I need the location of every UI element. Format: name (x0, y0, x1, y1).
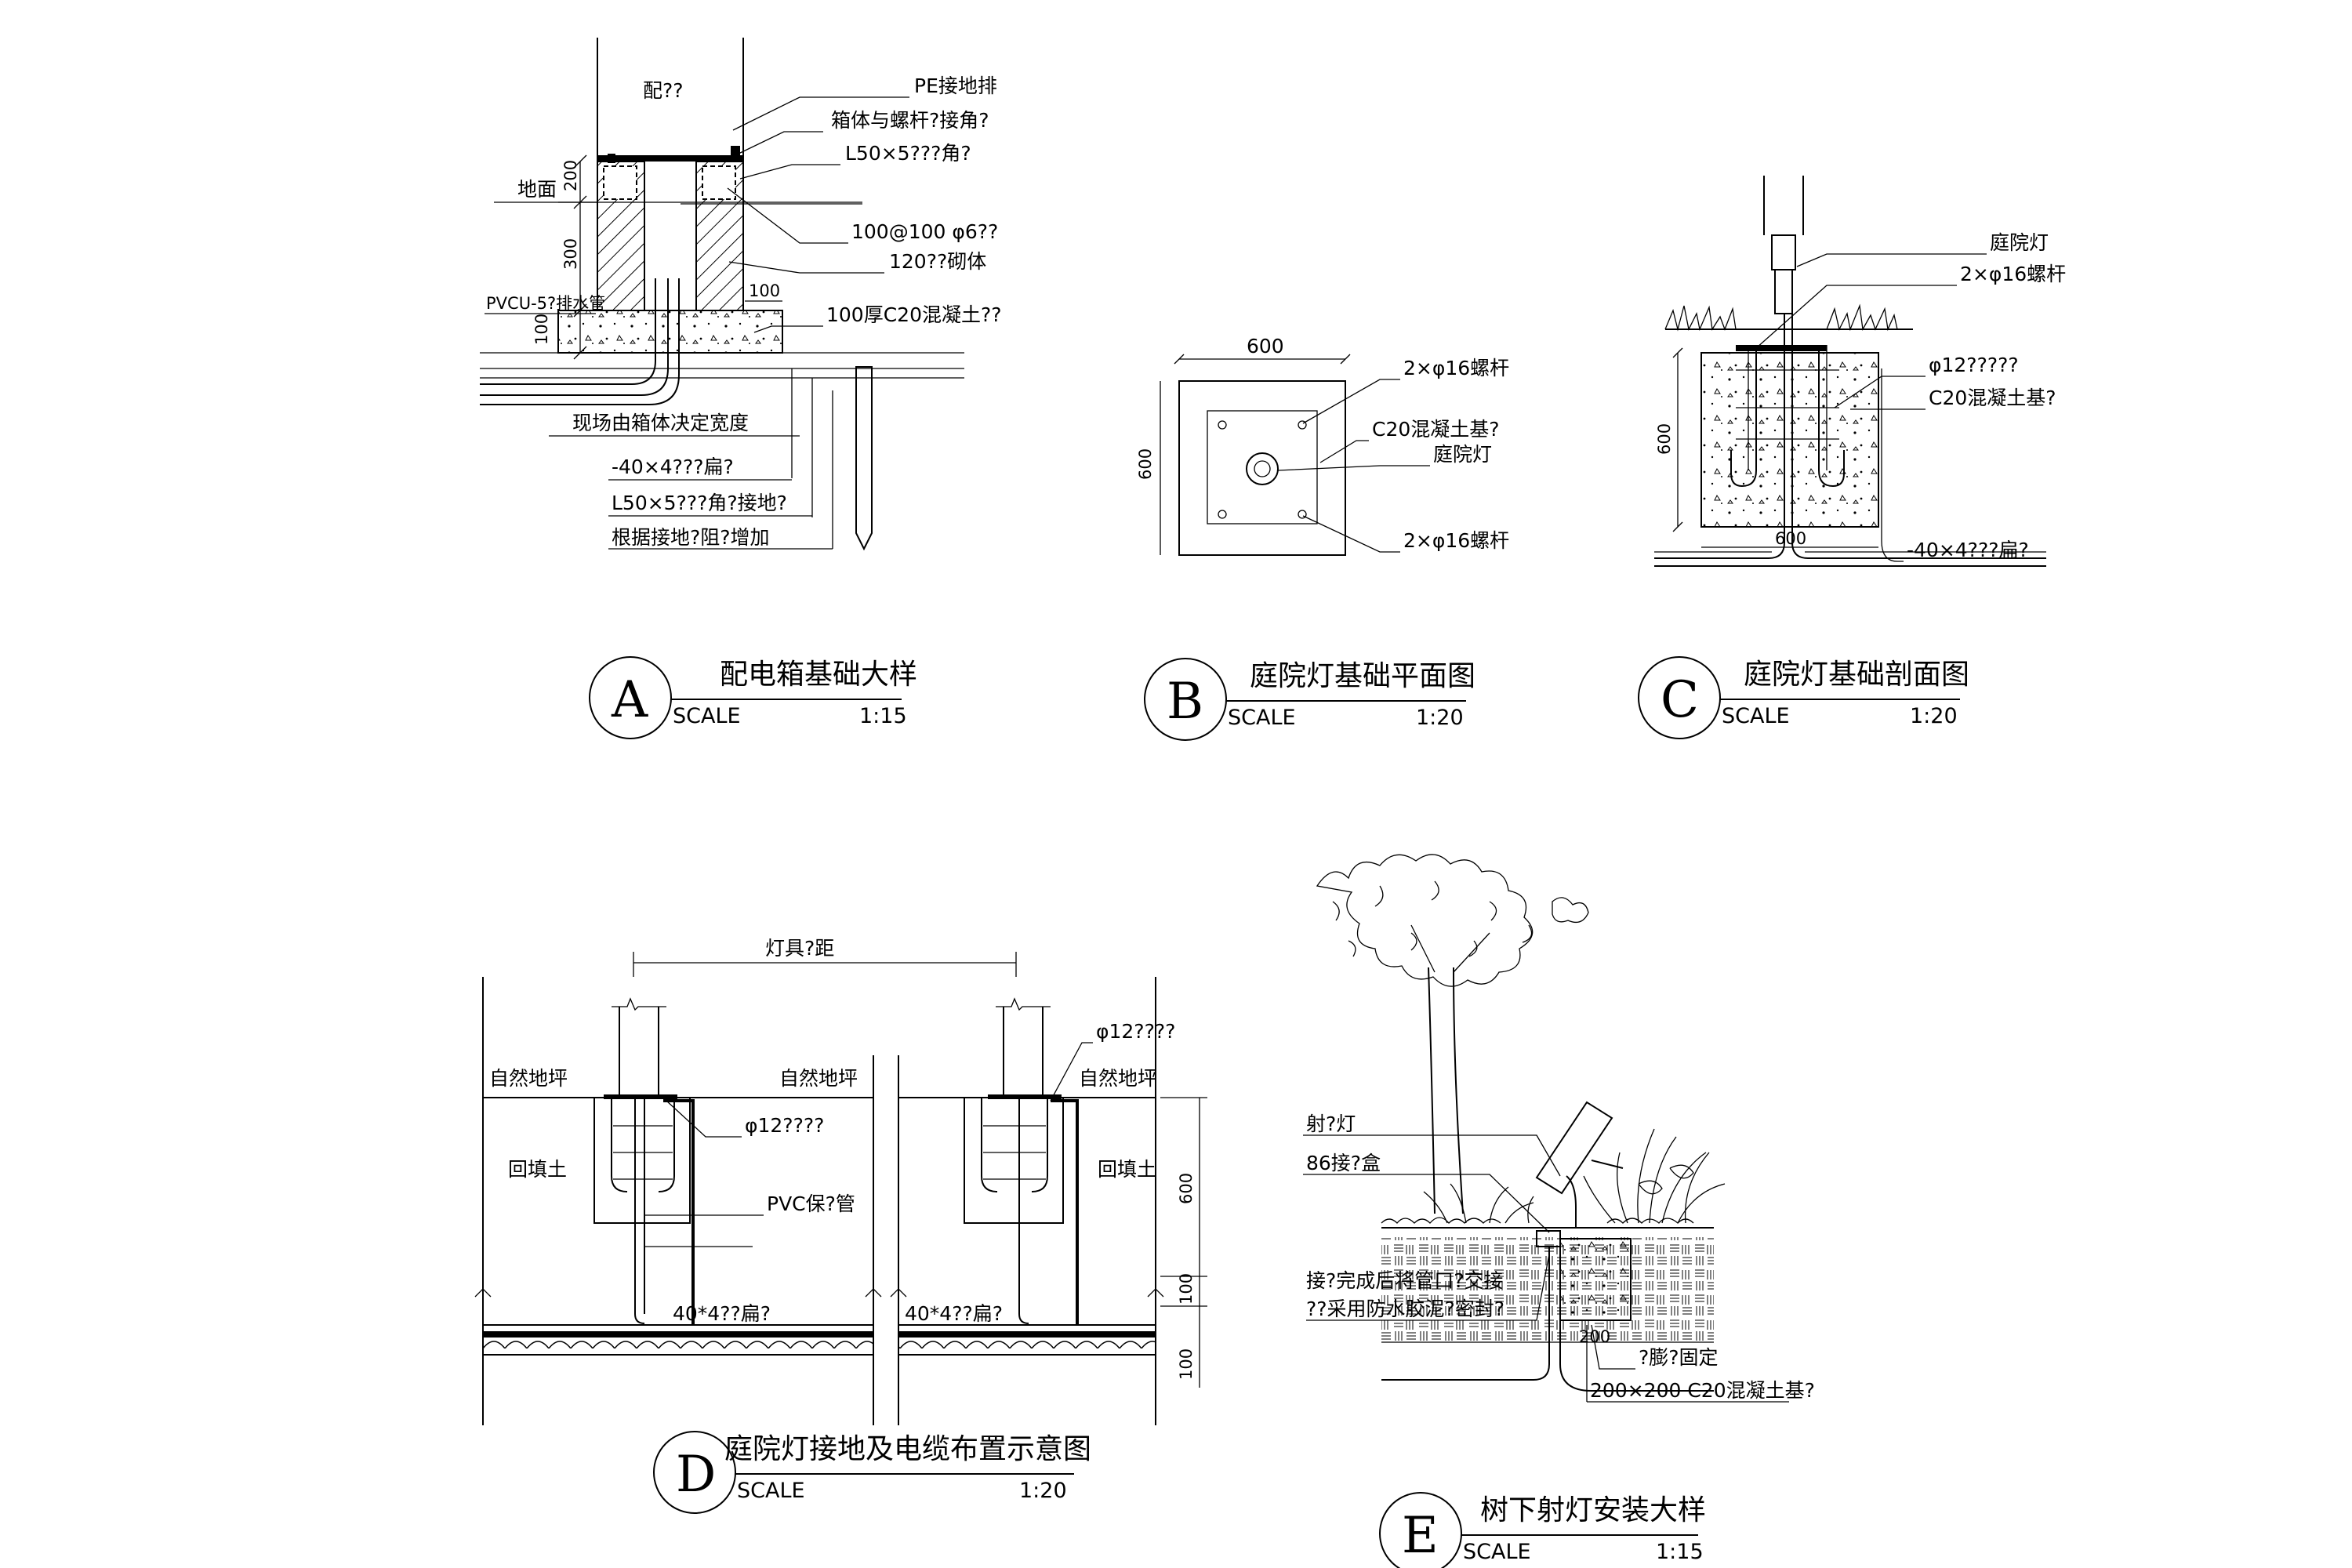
detail-b-bolts-bottom-label: 2×φ16螺杆 (1403, 529, 1509, 552)
detail-d-spacing-label: 灯具?距 (765, 937, 834, 960)
detail-d-dim-100a: 100 (1177, 1273, 1196, 1305)
detail-a-box-bolt-label: 箱体与螺杆?接角? (831, 109, 989, 132)
detail-d-grade-right-label: 自然地坪 (1079, 1067, 1157, 1090)
detail-d-rebar-mid-label: φ12???? (745, 1114, 824, 1137)
detail-e-letter: E (1402, 1507, 1439, 1565)
detail-a-angle-top-label: L50×5???角? (845, 142, 971, 165)
detail-d-pvc-label: PVC保?管 (767, 1192, 855, 1215)
detail-d-grade-mid-label: 自然地坪 (779, 1067, 858, 1090)
detail-a-angle-ground-label: L50×5???角?接地? (612, 492, 787, 514)
detail-c-scale-label: SCALE (1722, 704, 1790, 728)
detail-c-flat-steel-label: -40×4???扁? (1907, 539, 2029, 561)
detail-c-foundation-label: C20混凝土基? (1929, 387, 2056, 409)
detail-d-backfill-left-label: 回填土 (508, 1158, 567, 1181)
detail-a-rebar-label: 100@100 φ6?? (851, 220, 998, 243)
title-block-d: D 庭院灯接地及电缆布置示意图 SCALE 1:20 (653, 1431, 1091, 1514)
detail-b-lamp-label: 庭院灯 (1433, 443, 1492, 466)
title-block-a: A 配电箱基础大样 SCALE 1:15 (589, 656, 917, 739)
detail-c-title: 庭院灯基础剖面图 (1744, 659, 1969, 691)
title-block-b: B 庭院灯基础平面图 SCALE 1:20 (1144, 658, 1475, 741)
detail-d-dim-600: 600 (1177, 1173, 1196, 1204)
detail-e: 射?灯 86接?盒 接?完成后将管口?交接 ??采用防水胶泥?密封? 200 ?… (1303, 854, 1815, 1403)
detail-a-dim-100b: 100 (749, 281, 780, 300)
detail-d-scale-label: SCALE (737, 1479, 805, 1503)
detail-d-backfill-right-label: 回填土 (1098, 1158, 1156, 1181)
detail-b-scale-value: 1:20 (1416, 706, 1464, 730)
detail-d-flat-left-label: 40*4??扁? (673, 1302, 771, 1325)
detail-e-box86-label: 86接?盒 (1306, 1152, 1381, 1174)
detail-b-dim-width: 600 (1247, 335, 1284, 358)
detail-c: 600 600 庭院灯 2×φ16螺杆 φ12????? C20混凝土基? -4… (1654, 176, 2066, 567)
detail-a-pvc-label: PVCU-5?排水管 (486, 294, 605, 313)
detail-a: 配?? 200 300 100 100 地面 (480, 38, 1002, 551)
detail-a-letter: A (611, 671, 648, 729)
detail-d-dim-100b: 100 (1177, 1348, 1196, 1380)
detail-e-spotlight-label: 射?灯 (1306, 1112, 1356, 1135)
detail-e-note1-label: 接?完成后将管口?交接 (1306, 1269, 1504, 1292)
detail-d-rebar-right-label: φ12???? (1096, 1020, 1175, 1043)
detail-d-grade-left-label: 自然地坪 (489, 1067, 568, 1090)
detail-e-scale-label: SCALE (1463, 1540, 1531, 1564)
detail-a-flat-steel-label: -40×4???扁? (612, 456, 734, 478)
detail-a-box-label: 配?? (643, 79, 684, 102)
detail-c-bolts-label: 2×φ16螺杆 (1960, 263, 2066, 285)
detail-a-scale-value: 1:15 (859, 704, 907, 728)
title-block-c: C 庭院灯基础剖面图 SCALE 1:20 (1638, 656, 1969, 739)
detail-a-title: 配电箱基础大样 (720, 659, 917, 691)
detail-b-dim-height: 600 (1136, 448, 1155, 480)
detail-a-pe-bar-label: PE接地排 (914, 74, 997, 97)
detail-a-dim-200: 200 (561, 160, 580, 191)
detail-a-resistance-label: 根据接地?阻?增加 (612, 526, 770, 549)
title-block-e: E 树下射灯安装大样 SCALE 1:15 (1379, 1492, 1706, 1568)
detail-c-scale-value: 1:20 (1910, 704, 1958, 728)
detail-b-scale-label: SCALE (1228, 706, 1296, 730)
detail-b-foundation-label: C20混凝土基? (1372, 418, 1500, 441)
detail-b-bolts-top-label: 2×φ16螺杆 (1403, 357, 1509, 379)
detail-b: 600 600 2×φ16螺杆 C20混凝土基? 庭院灯 2×φ16螺杆 (1136, 335, 1509, 556)
detail-e-bolt-fix-label: ?膨?固定 (1639, 1346, 1719, 1369)
detail-e-scale-value: 1:15 (1656, 1540, 1704, 1564)
detail-d-scale-value: 1:20 (1019, 1479, 1067, 1503)
detail-d-letter: D (676, 1446, 716, 1504)
detail-d: 灯具?距 (474, 937, 1207, 1425)
detail-a-site-width-label: 现场由箱体决定宽度 (572, 412, 749, 434)
detail-e-base-label: 200×200 C20混凝土基? (1590, 1379, 1815, 1402)
detail-c-letter: C (1661, 671, 1699, 729)
detail-a-scale-label: SCALE (673, 704, 741, 728)
detail-a-dim-100: 100 (532, 314, 551, 345)
detail-c-rebar-label: φ12????? (1929, 354, 2019, 376)
detail-a-concrete-label: 100厚C20混凝土?? (826, 303, 1002, 326)
detail-e-note2-label: ??采用防水胶泥?密封? (1306, 1298, 1504, 1320)
detail-d-flat-right-label: 40*4??扁? (905, 1302, 1003, 1325)
detail-a-masonry-label: 120??砌体 (889, 250, 986, 273)
detail-c-lamp-label: 庭院灯 (1990, 231, 2049, 254)
detail-e-title: 树下射灯安装大样 (1480, 1494, 1706, 1526)
detail-b-title: 庭院灯基础平面图 (1250, 660, 1475, 692)
detail-a-dim-300: 300 (561, 238, 580, 270)
detail-c-dim-height: 600 (1655, 423, 1674, 455)
detail-c-dim-width: 600 (1775, 529, 1806, 548)
detail-a-ground-label: 地面 (517, 178, 557, 201)
detail-b-letter: B (1167, 673, 1203, 731)
detail-d-title: 庭院灯接地及电缆布置示意图 (724, 1433, 1091, 1465)
